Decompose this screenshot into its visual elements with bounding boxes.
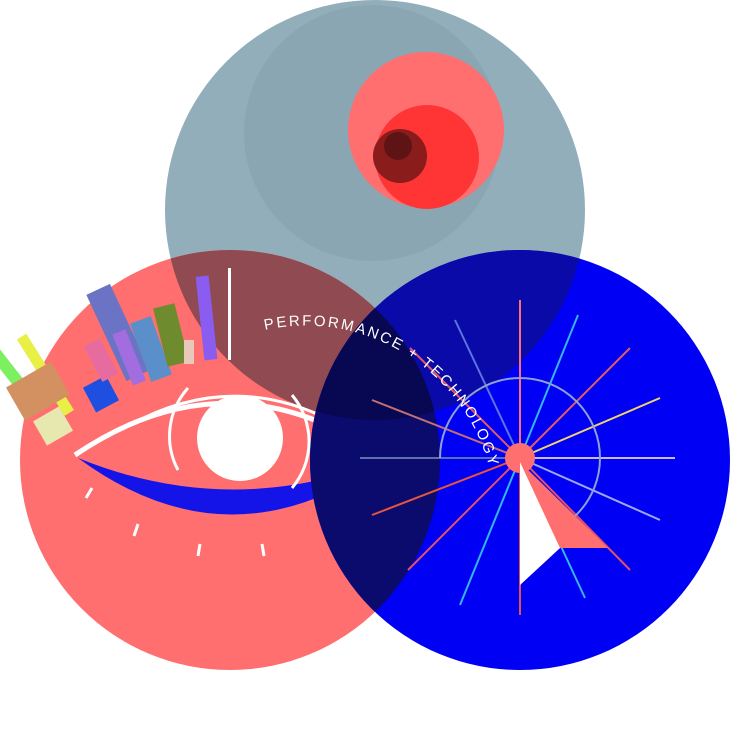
compass-pointer-highlight (520, 462, 560, 585)
gray-coral-overlap (165, 250, 440, 420)
coral-circle-group (0, 250, 440, 670)
target-pupil-icon (384, 132, 412, 160)
radar-hub (505, 443, 535, 473)
blue-circle-group (310, 250, 730, 670)
eye-icon (73, 386, 387, 557)
eye-pupil (197, 395, 283, 481)
gray-blue-overlap (310, 250, 585, 420)
bar-cluster-icon (0, 268, 231, 446)
